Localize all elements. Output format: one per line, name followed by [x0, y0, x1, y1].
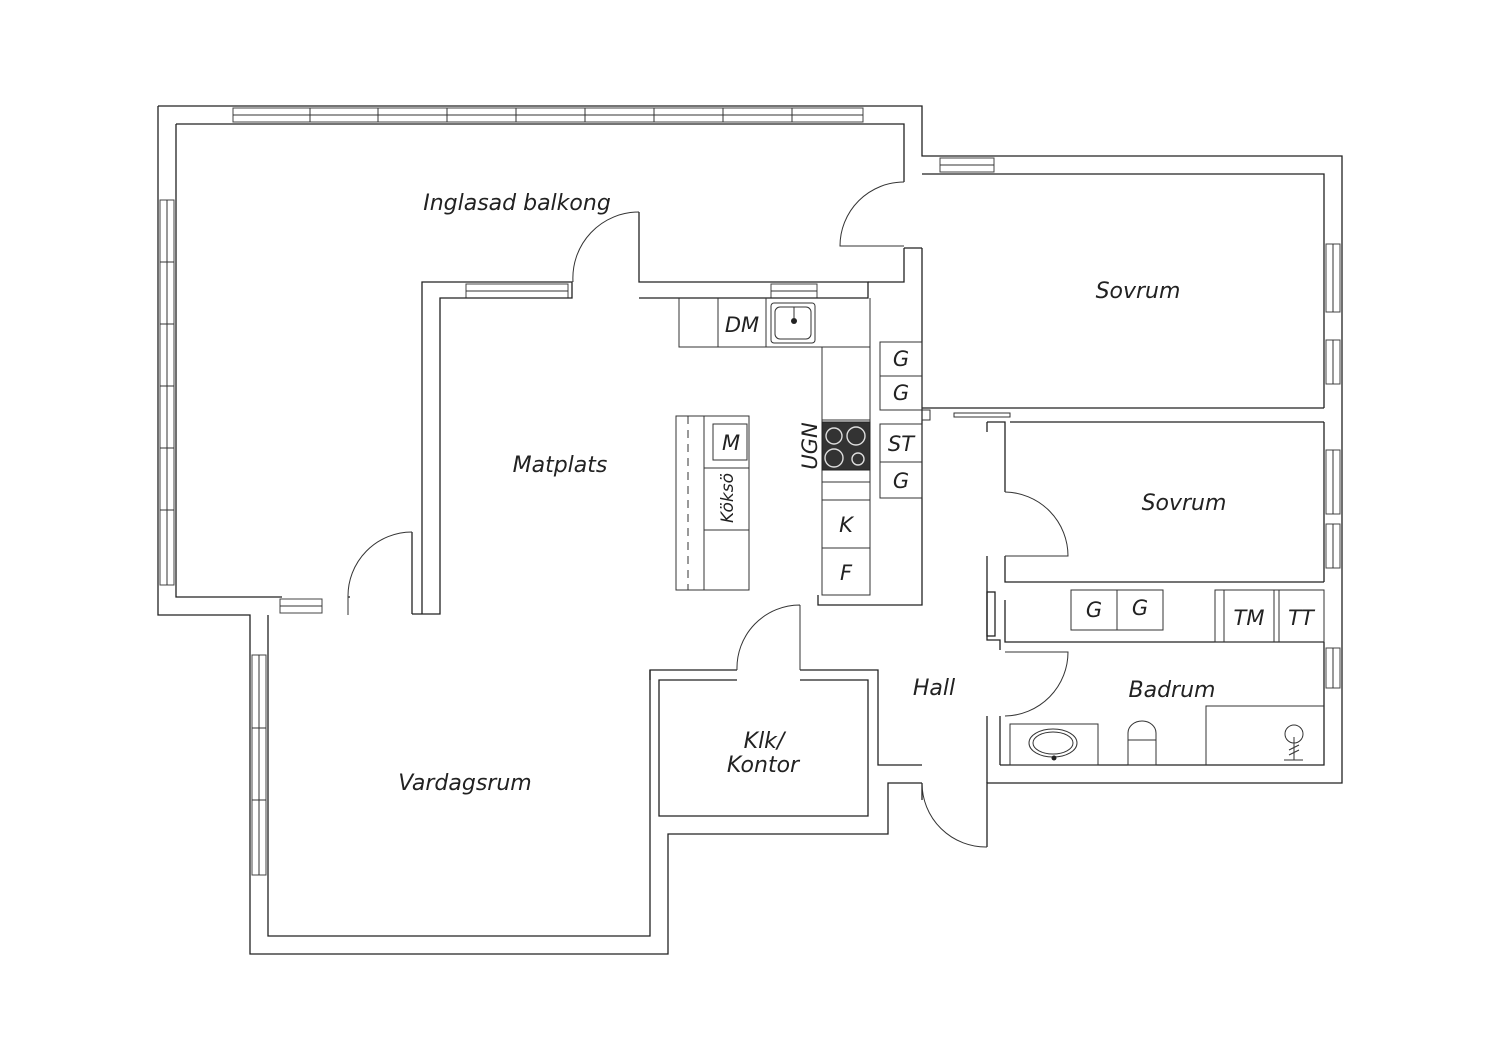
label-wardrobe-3: G [893, 469, 909, 493]
sink-icon [770, 302, 816, 344]
room-label-bedroom-2: Sovrum [1142, 491, 1227, 516]
interior-walls [411, 212, 1324, 817]
toilet-icon [1127, 720, 1157, 766]
hall-cabinets [1070, 589, 1325, 643]
label-fridge: K [839, 513, 855, 537]
doors [347, 181, 1069, 848]
label-dryer: TT [1288, 606, 1316, 630]
label-wardrobe-1: G [893, 347, 909, 371]
wardrobe-boxes [879, 341, 931, 499]
label-island: Köksö [718, 473, 738, 523]
fixture-labels: DM UGN Köksö M K F G G ST G G G TM TT [718, 313, 1316, 630]
room-label-balcony: Inglasad balkong [423, 191, 611, 216]
room-label-living: Vardagsrum [398, 771, 531, 796]
windows [159, 107, 1341, 876]
room-label-hall: Hall [913, 676, 955, 701]
label-hall-wardrobe-1: G [1086, 598, 1102, 622]
kitchen-island [675, 415, 750, 591]
shower-icon [1205, 705, 1324, 765]
kitchen-counters [678, 298, 871, 596]
label-hall-wardrobe-2: G [1132, 596, 1148, 620]
label-linen-cabinet: ST [888, 432, 916, 456]
label-dishwasher: DM [725, 313, 759, 337]
room-label-office-line1: Klk/ [744, 729, 787, 754]
label-washing-machine: TM [1234, 606, 1265, 630]
label-microwave: M [722, 431, 740, 455]
room-labels: Inglasad balkong Sovrum Sovrum Matplats … [398, 191, 1226, 796]
label-wardrobe-2: G [893, 381, 909, 405]
room-label-bathroom: Badrum [1129, 678, 1216, 703]
room-label-dining: Matplats [513, 453, 608, 478]
room-label-office-line2: Kontor [727, 753, 801, 778]
label-freezer: F [840, 561, 853, 585]
hob-icon [821, 421, 871, 471]
room-label-bedroom-1: Sovrum [1096, 279, 1181, 304]
label-oven: UGN [798, 422, 822, 470]
exterior-walls [157, 105, 1343, 955]
washbasin-icon [1009, 723, 1099, 766]
